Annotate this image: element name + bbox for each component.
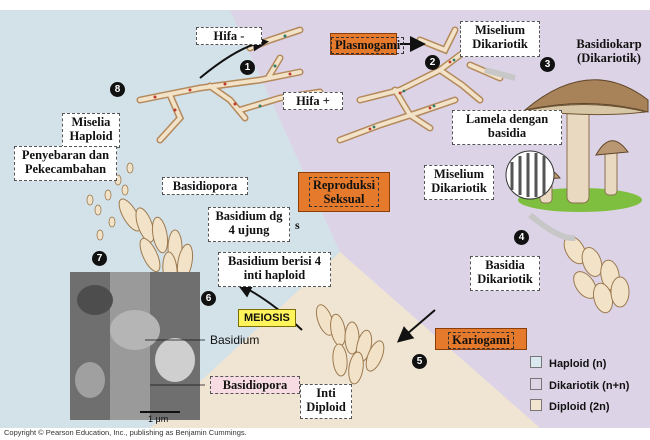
label-kariogami: Kariogami [435, 328, 527, 350]
lamella-detail [506, 151, 554, 199]
legend-diploid: Diploid (2n) [530, 399, 610, 413]
label-basidium-suffix: s [295, 218, 300, 233]
label-basidiokarp: Basidiokarp(Dikariotik) [568, 36, 650, 70]
legend-swatch-diploid [530, 399, 542, 411]
step-1: 1 [240, 60, 255, 75]
step-3: 3 [540, 57, 555, 72]
scale-bar-label: 1 μm [148, 414, 168, 424]
label-meiosis: MEIOSIS [238, 309, 296, 327]
legend-dikariotik: Dikariotik (n+n) [530, 378, 629, 392]
sem-micrograph [70, 272, 205, 420]
label-basidiopora-top: Basidiopora [162, 177, 248, 195]
label-basidium-micrograph: Basidium [210, 333, 259, 347]
step-2: 2 [425, 55, 440, 70]
label-basidiopora-bottom: Basidiopora [210, 376, 300, 394]
step-5: 5 [412, 354, 427, 369]
label-hifa-minus: Hifa - [196, 27, 262, 45]
label-plasmogami: Plasmogami [330, 33, 397, 55]
step-7: 7 [92, 251, 107, 266]
legend-swatch-haploid [530, 356, 542, 368]
copyright-notice: Copyright © Pearson Education, Inc., pub… [4, 428, 247, 437]
step-8: 8 [110, 82, 125, 97]
legend-swatch-dikariotik [530, 378, 542, 390]
step-6: 6 [201, 291, 216, 306]
step-4: 4 [514, 230, 529, 245]
label-hifa-plus: Hifa + [283, 92, 343, 110]
legend-haploid: Haploid (n) [530, 356, 606, 370]
